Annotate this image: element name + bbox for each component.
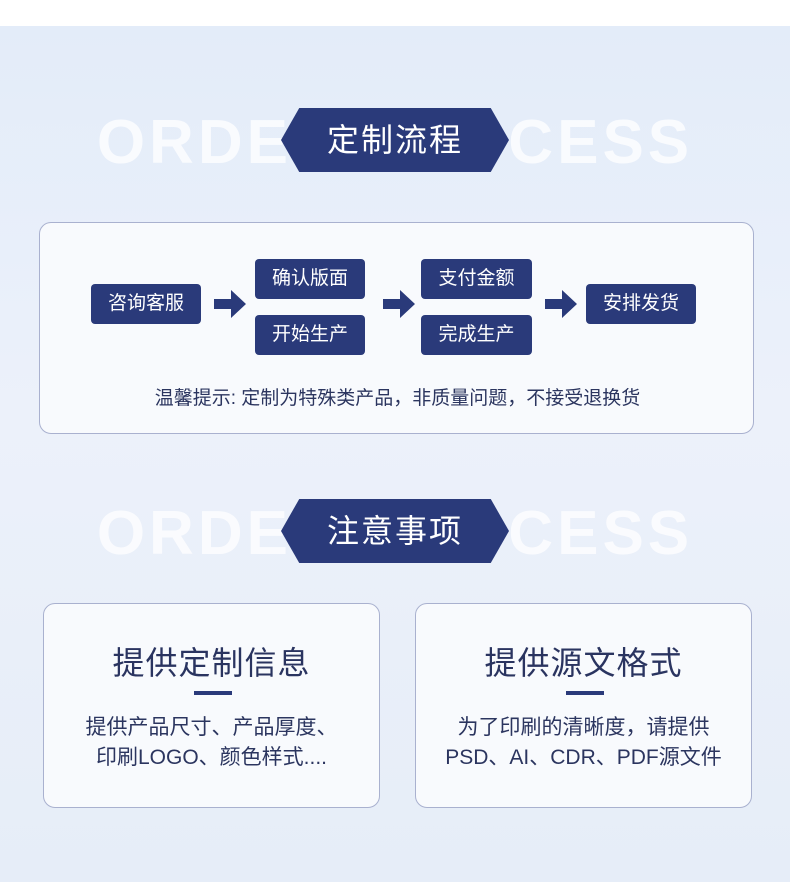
info-card-custom-info: 提供定制信息 提供产品尺寸、产品厚度、 印刷LOGO、颜色样式....	[43, 603, 380, 808]
section-header-process: ORDER PROCESS 定制流程	[0, 108, 790, 178]
section-title: 注意事项	[281, 499, 509, 563]
step-ship: 安排发货	[586, 284, 696, 324]
warm-tip-text: 温馨提示: 定制为特殊类产品，非质量问题，不接受退换货	[154, 388, 641, 409]
info-card-title: 提供源文格式	[484, 645, 683, 681]
info-card-text: 为了印刷的清晰度，请提供 PSD、AI、CDR、PDF源文件	[416, 713, 751, 773]
info-card-line: PSD、AI、CDR、PDF源文件	[445, 746, 722, 769]
process-flow-card: 咨询客服 确认版面 开始生产 支付金额 完成生产 安排发货 温馨提示: 定制为特…	[39, 222, 754, 434]
info-card-line: 印刷LOGO、颜色样式....	[95, 746, 328, 769]
section-header-notes: ORDER PROCESS 注意事项	[0, 499, 790, 569]
step-pay: 支付金额	[421, 259, 532, 299]
title-underline	[566, 691, 604, 695]
arrow-right-icon	[214, 290, 246, 318]
info-card-line: 为了印刷的清晰度，请提供	[457, 716, 710, 739]
arrow-right-icon	[545, 290, 577, 318]
info-card-line: 提供产品尺寸、产品厚度、	[85, 716, 338, 739]
step-consult: 咨询客服	[91, 284, 201, 324]
step-start-production: 开始生产	[255, 315, 365, 355]
arrow-right-icon	[383, 290, 415, 318]
step-finish-production: 完成生产	[421, 315, 532, 355]
info-card-source-format: 提供源文格式 为了印刷的清晰度，请提供 PSD、AI、CDR、PDF源文件	[415, 603, 752, 808]
info-card-text: 提供产品尺寸、产品厚度、 印刷LOGO、颜色样式....	[44, 713, 379, 773]
info-card-title: 提供定制信息	[112, 645, 311, 681]
step-confirm-layout: 确认版面	[255, 259, 365, 299]
title-underline	[194, 691, 232, 695]
section-title: 定制流程	[281, 108, 509, 172]
